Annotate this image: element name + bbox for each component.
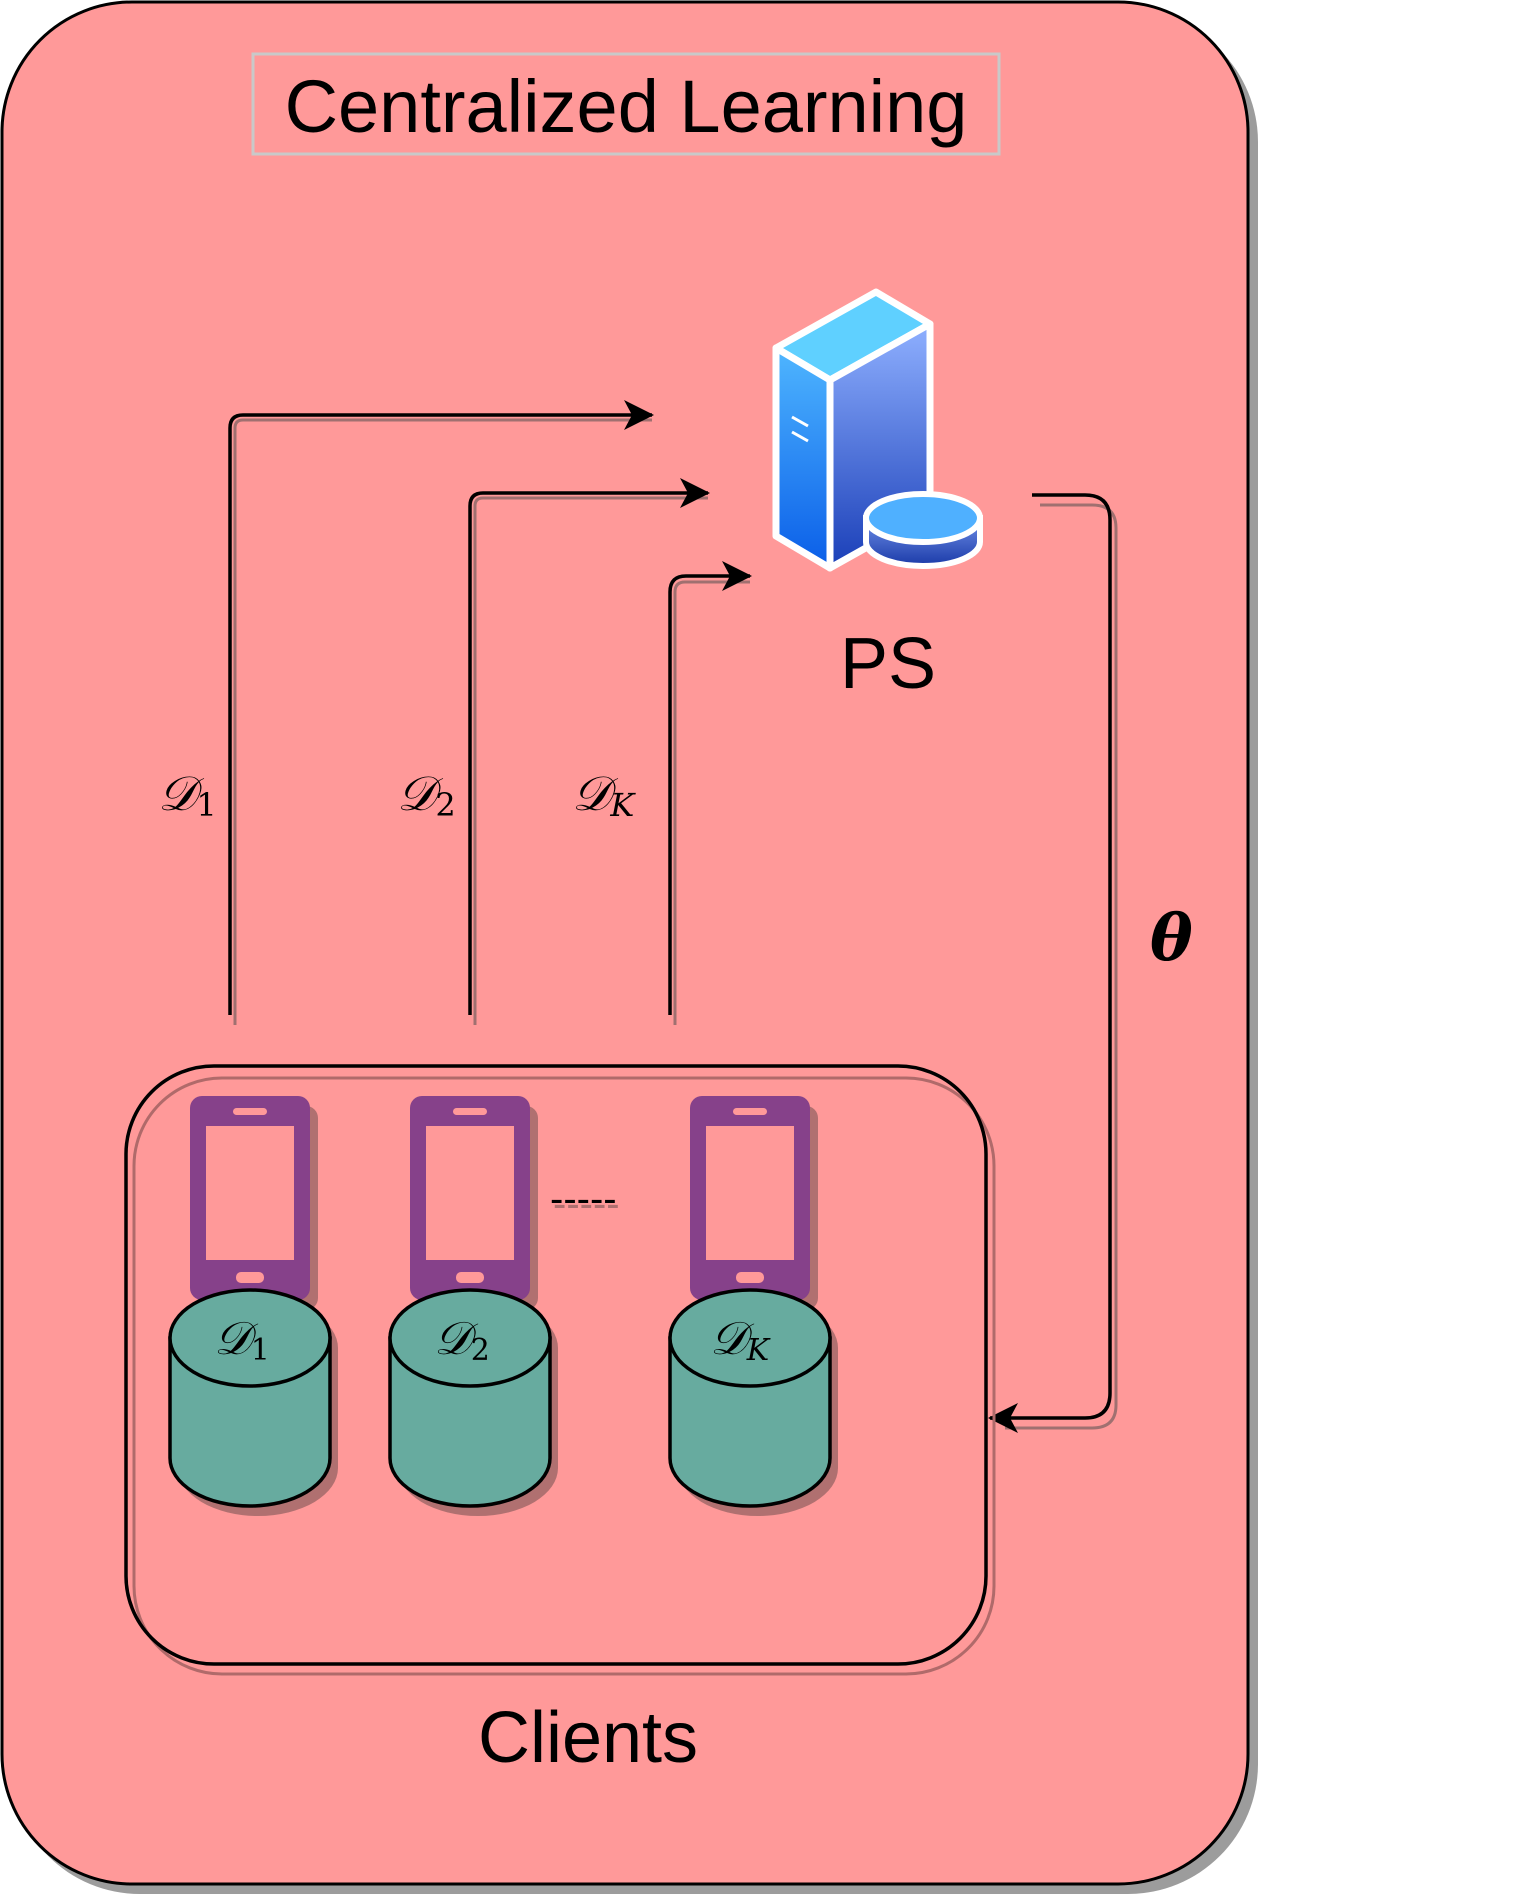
dataset-cylinder-k: 𝒟K [668,1288,838,1516]
clients-label: Clients [478,1698,698,1778]
smartphone-icon [410,1096,538,1310]
upload-label-k: 𝒟K [572,766,636,824]
server-database-icon [772,288,983,572]
clients-ellipsis: ----- [550,1177,617,1221]
smartphone-icon [690,1096,818,1310]
diagram-title: Centralized Learning [285,65,968,148]
upload-arrow-k [668,561,752,1025]
server-label: PS [840,624,936,704]
smartphone-icon [190,1096,318,1310]
upload-arrow-2 [468,478,710,1025]
upload-arrow-1 [228,400,654,1025]
download-label-theta: θ [1150,901,1193,976]
dataset-cylinder-1: 𝒟1 [168,1288,338,1516]
dataset-cylinder-2: 𝒟2 [388,1288,558,1516]
clients-panel [124,1064,996,1676]
clients-ellipsis-shadow: ----- [553,1182,620,1226]
diagram-title-box: Centralized Learning [251,52,1001,156]
download-arrow [988,493,1118,1433]
centralized-learning-panel [0,0,1258,1894]
